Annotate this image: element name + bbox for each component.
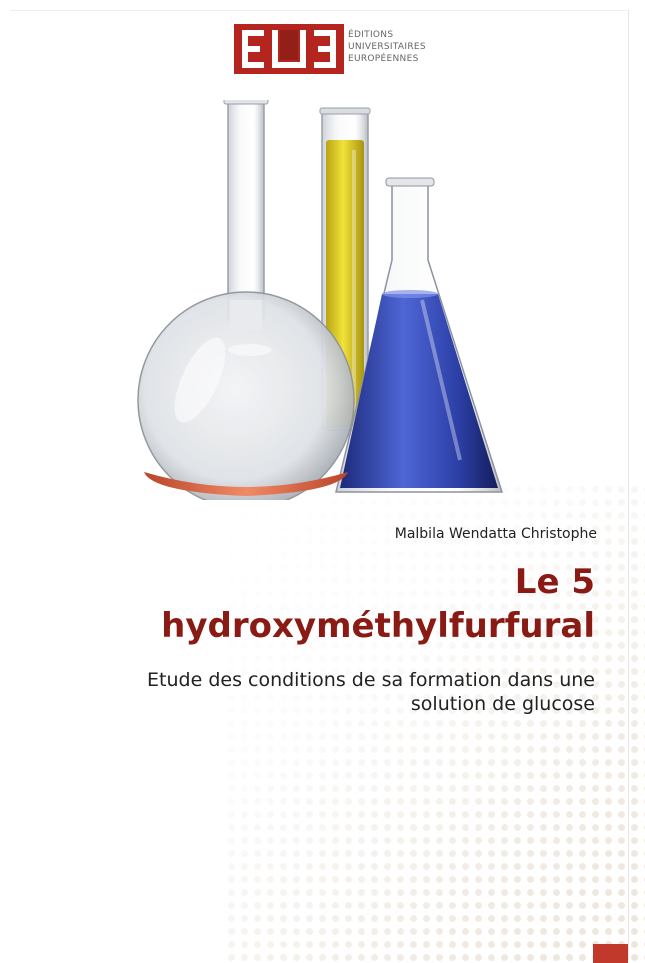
corner-accent-tab <box>593 944 628 963</box>
title-line-2: hydroxyméthylfurfural <box>161 606 595 646</box>
halftone-dot-pattern <box>225 483 645 963</box>
publisher-logo <box>234 24 344 74</box>
laboratory-glassware-illustration <box>137 100 504 500</box>
publisher-line-2: UNIVERSITAIRES <box>348 42 426 52</box>
title-line-1: Le 5 <box>514 562 595 602</box>
book-title: Le 5 hydroxyméthylfurfural <box>161 560 595 648</box>
publisher-name: ÉDITIONS UNIVERSITAIRES EUROPÉENNES <box>348 29 426 65</box>
book-subtitle: Etude des conditions de sa formation dan… <box>147 669 595 715</box>
author-name: Malbila Wendatta Christophe <box>394 526 597 542</box>
publisher-line-1: ÉDITIONS <box>348 30 394 40</box>
publisher-line-3: EUROPÉENNES <box>348 54 419 64</box>
cover-border-top <box>10 10 628 11</box>
